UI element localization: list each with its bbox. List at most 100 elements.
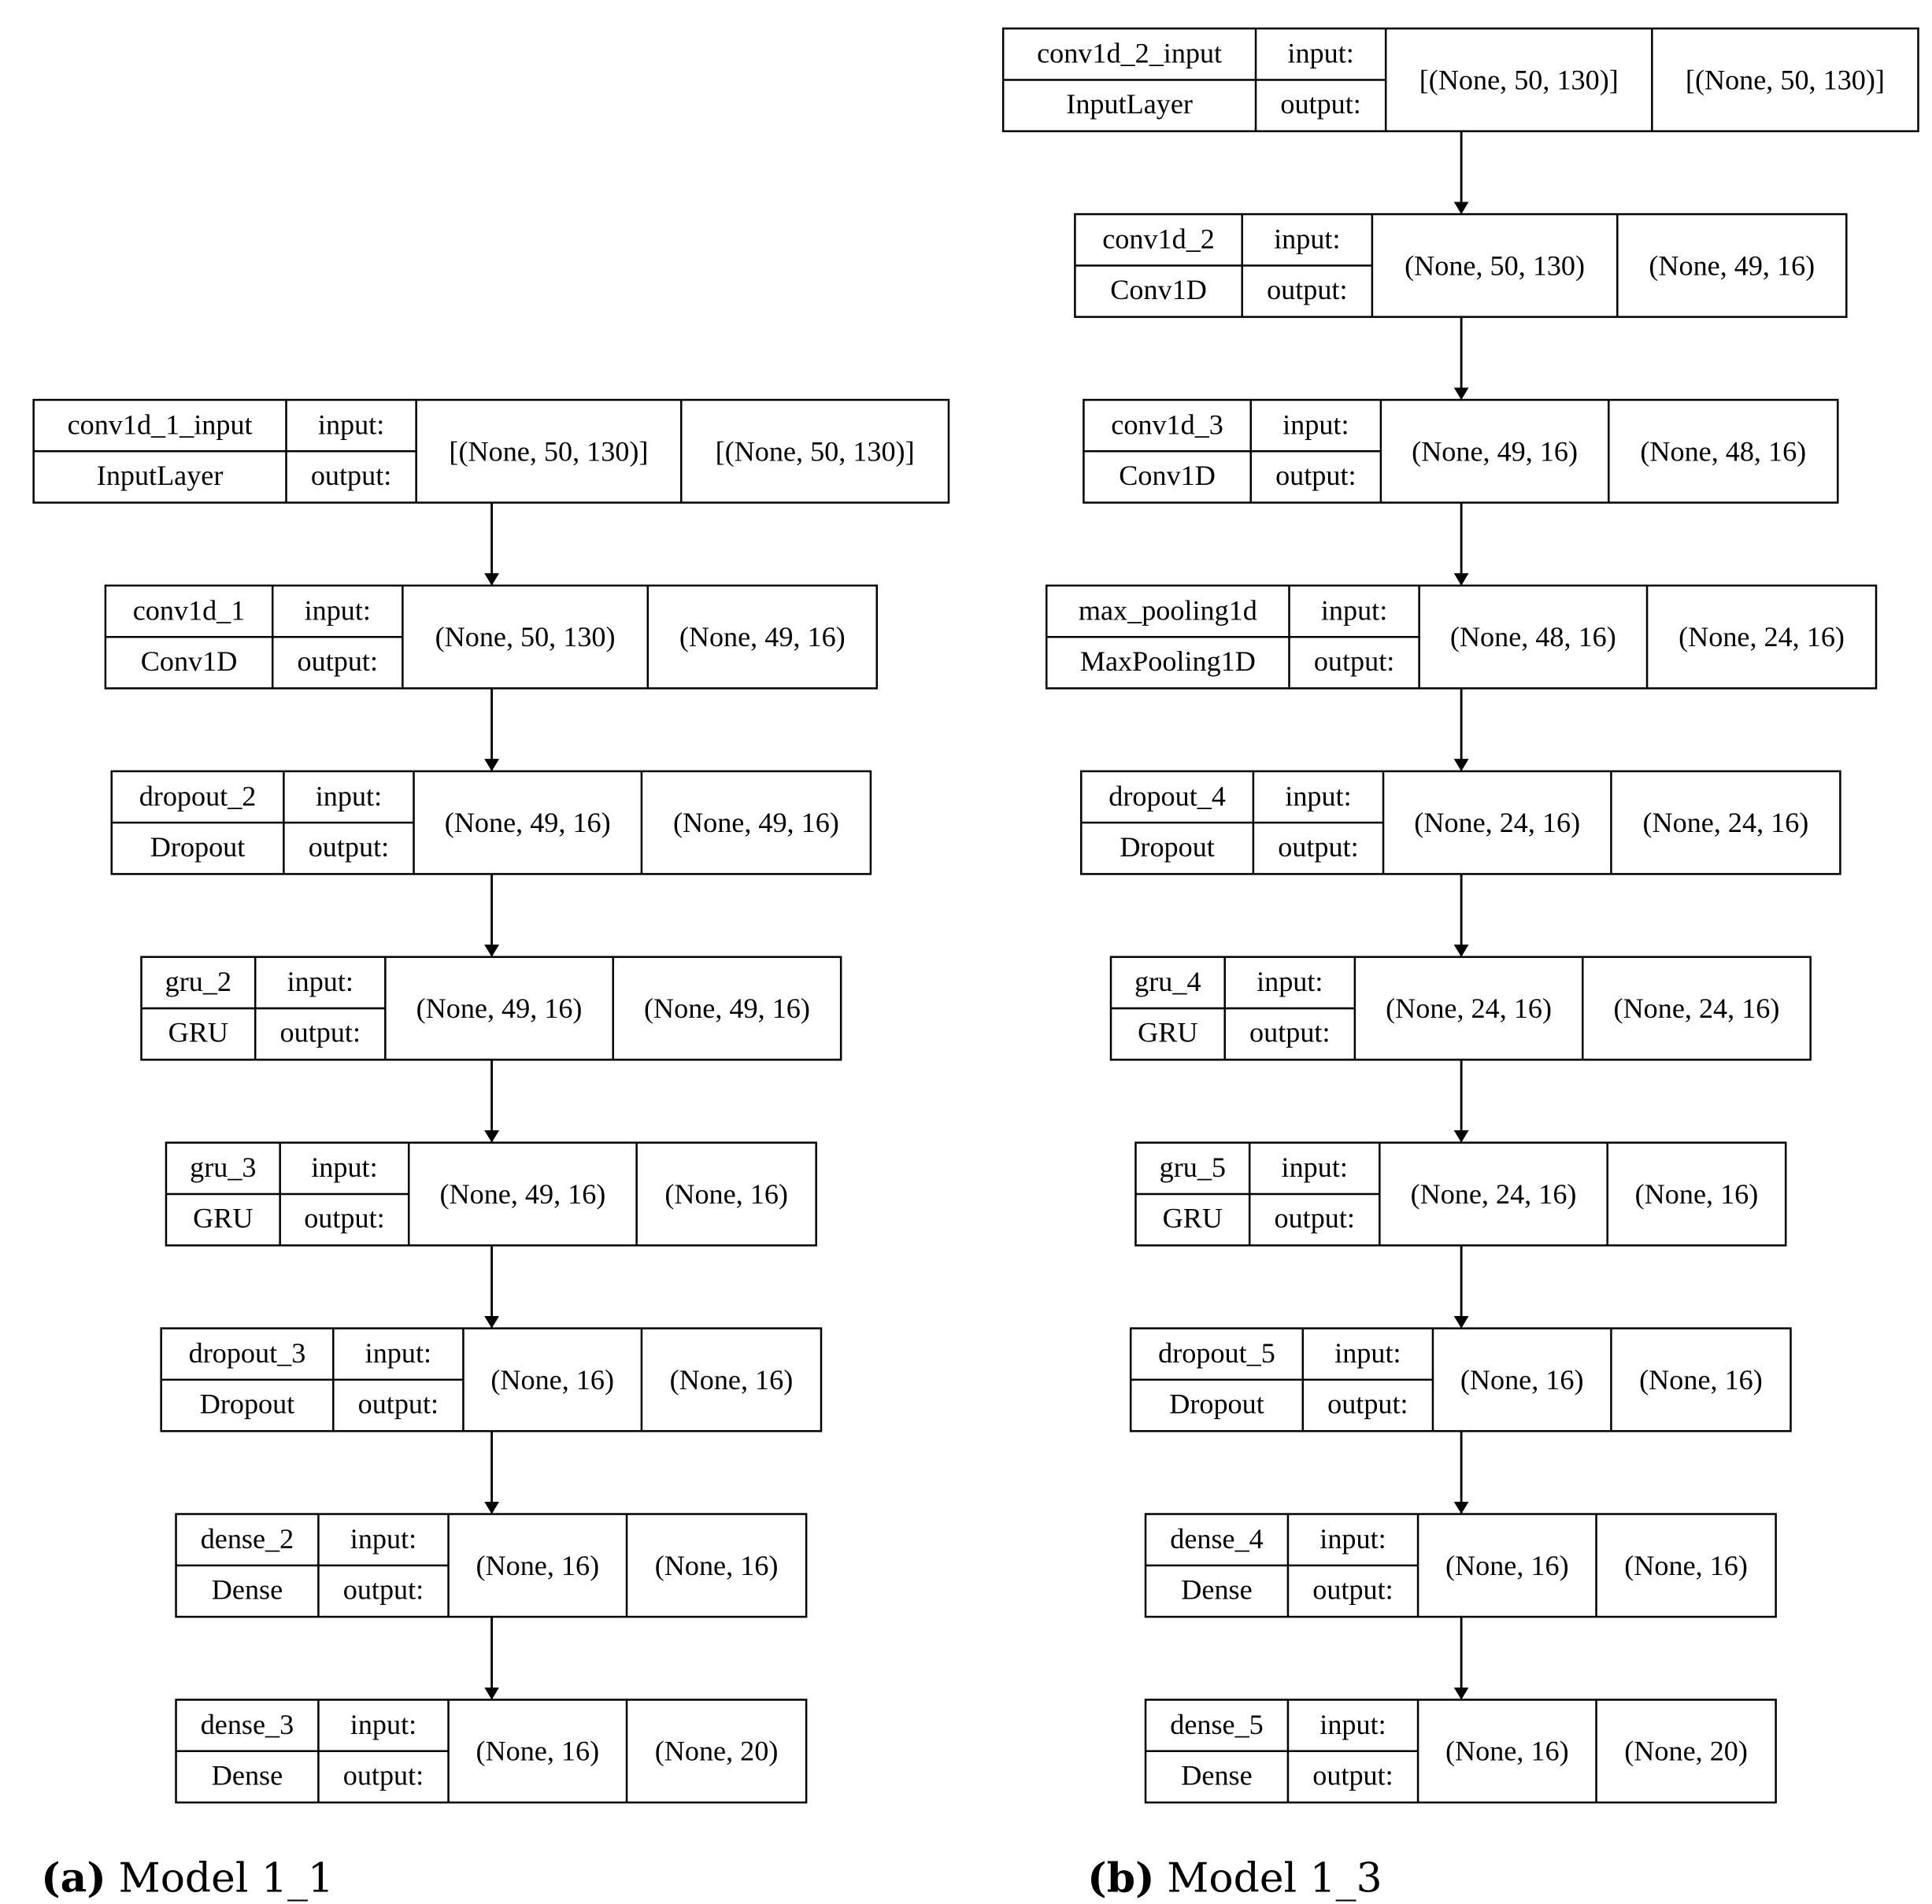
input-shape: (None, 16) (1445, 1550, 1569, 1581)
output-label: output: (343, 1574, 424, 1606)
output-shape: (None, 16) (1639, 1364, 1763, 1396)
layer-name: conv1d_3 (1111, 409, 1223, 440)
layer-name: gru_5 (1160, 1152, 1226, 1183)
input-label: input: (1274, 224, 1340, 255)
layer-type: Conv1D (1110, 274, 1207, 305)
input-shape: (None, 48, 16) (1450, 621, 1616, 653)
output-label: output: (298, 645, 378, 677)
input-label: input: (287, 966, 353, 997)
input-shape: (None, 50, 130) (1405, 250, 1585, 281)
output-label: output: (1280, 88, 1360, 120)
output-label: output: (1275, 460, 1356, 491)
layer-type: MaxPooling1D (1080, 645, 1256, 677)
output-label: output: (358, 1388, 439, 1420)
layer-name: dense_3 (201, 1709, 294, 1740)
layer-name: conv1d_2_input (1037, 38, 1222, 69)
layer-name: dropout_5 (1158, 1337, 1275, 1369)
input-shape: (None, 16) (1460, 1364, 1584, 1396)
output-shape: (None, 49, 16) (673, 807, 839, 838)
input-label: input: (1282, 409, 1349, 440)
output-label: output: (309, 831, 389, 863)
output-label: output: (311, 460, 391, 491)
input-label: input: (350, 1523, 416, 1555)
output-label: output: (1267, 274, 1347, 305)
caption-b: (b)Model 1_3 (1087, 1854, 1382, 1902)
layer-type: Dropout (200, 1388, 295, 1420)
output-label: output: (1275, 1203, 1355, 1234)
input-label: input: (365, 1337, 431, 1369)
input-label: input: (1257, 966, 1323, 997)
input-shape: (None, 50, 130) (435, 621, 616, 653)
input-label: input: (1334, 1337, 1401, 1369)
input-shape: (None, 49, 16) (416, 993, 583, 1024)
input-shape: (None, 16) (476, 1550, 599, 1581)
layer-type: InputLayer (97, 460, 224, 491)
input-label: input: (1321, 594, 1387, 626)
input-shape: (None, 49, 16) (1412, 435, 1578, 467)
output-shape: (None, 16) (1624, 1550, 1748, 1581)
input-label: input: (316, 780, 382, 812)
output-label: output: (1249, 1017, 1330, 1048)
layer-name: max_pooling1d (1079, 594, 1257, 626)
output-label: output: (280, 1017, 361, 1048)
input-label: input: (1282, 1152, 1348, 1183)
output-shape: (None, 48, 16) (1640, 435, 1806, 467)
output-shape: (None, 24, 16) (1642, 807, 1808, 838)
output-shape: (None, 24, 16) (1678, 621, 1845, 653)
layer-name: dense_4 (1170, 1523, 1263, 1555)
layer-name: conv1d_2 (1102, 224, 1215, 255)
layer-type: Dense (1181, 1759, 1252, 1791)
output-label: output: (1327, 1388, 1408, 1420)
output-label: output: (1312, 1759, 1393, 1791)
input-label: input: (1285, 780, 1351, 812)
input-shape: (None, 49, 16) (439, 1178, 605, 1210)
layer-type: InputLayer (1066, 88, 1193, 120)
input-shape: (None, 49, 16) (445, 807, 611, 838)
input-shape: (None, 16) (1445, 1736, 1569, 1767)
output-label: output: (343, 1759, 424, 1791)
layer-name: dropout_4 (1108, 780, 1226, 812)
layer-name: dense_2 (201, 1523, 294, 1555)
input-shape: (None, 16) (490, 1364, 614, 1396)
output-shape: (None, 49, 16) (679, 621, 846, 653)
input-label: input: (350, 1709, 416, 1740)
input-label: input: (1319, 1709, 1386, 1740)
input-label: input: (1287, 38, 1353, 69)
layer-type: Dense (1181, 1574, 1252, 1606)
layer-name: gru_3 (190, 1152, 256, 1183)
layer-type: GRU (1163, 1203, 1223, 1234)
output-shape: (None, 20) (655, 1736, 779, 1767)
input-shape: (None, 24, 16) (1411, 1178, 1577, 1210)
layer-name: dropout_2 (139, 780, 257, 812)
input-label: input: (311, 1152, 377, 1183)
layer-type: Dense (212, 1574, 283, 1606)
caption-a: (a)Model 1_1 (41, 1854, 334, 1902)
output-label: output: (304, 1203, 384, 1234)
output-shape: (None, 24, 16) (1614, 993, 1780, 1024)
layer-type: Dropout (1120, 831, 1215, 863)
input-label: input: (318, 409, 384, 440)
layer-name: gru_4 (1134, 966, 1201, 997)
output-label: output: (1312, 1574, 1393, 1606)
layer-type: Dropout (1169, 1388, 1264, 1420)
layer-type: GRU (1138, 1017, 1197, 1048)
output-label: output: (1278, 831, 1358, 863)
output-shape: [(None, 50, 130)] (1686, 64, 1885, 95)
layer-type: Dropout (150, 831, 246, 863)
output-label: output: (1314, 645, 1394, 677)
